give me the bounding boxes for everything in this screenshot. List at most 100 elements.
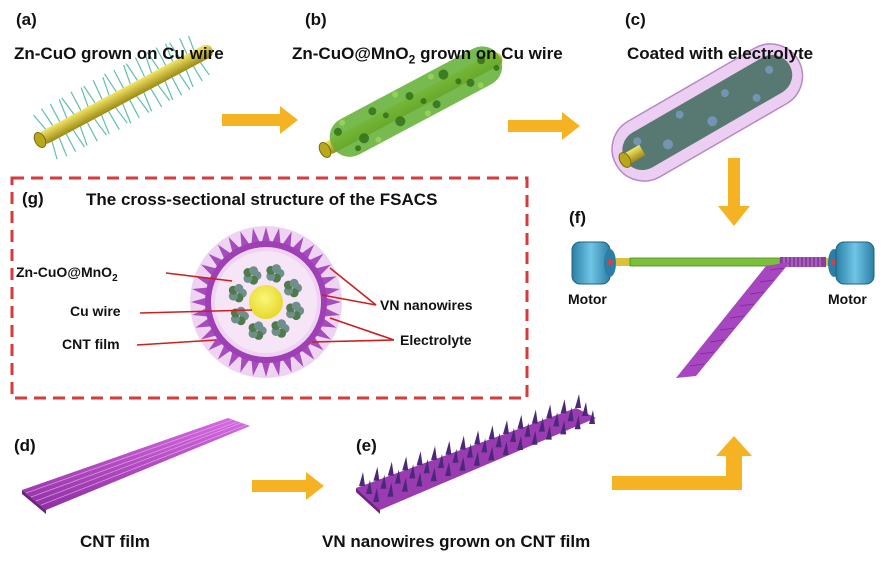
vn-nanowire [459, 456, 466, 471]
panel-c-tag: (c) [625, 10, 646, 29]
vn-nanowire [575, 394, 581, 408]
vn-nanowire [466, 443, 473, 458]
vn-nanowire-spike [282, 231, 292, 248]
vn-nanowire [560, 420, 567, 435]
mno2-cluster [248, 321, 267, 340]
vn-nanowire-spike [282, 356, 292, 373]
label-vn-nanowires: VN nanowires [380, 297, 473, 313]
vn-nanowire [401, 477, 408, 492]
vn-nanowire [473, 451, 480, 466]
arrow-b-to-c [508, 112, 580, 140]
vn-nanowire [445, 440, 452, 455]
panel-b-caption: Zn-CuO@MnO2 grown on Cu wire [292, 44, 563, 67]
vn-nanowire [517, 436, 523, 450]
vn-nanowire [517, 414, 524, 429]
panel-b-tag: (b) [305, 10, 327, 29]
vn-nanowire-spike [191, 297, 207, 307]
vn-nanowire [387, 482, 394, 497]
cross-section-illustration [190, 226, 342, 378]
vn-nanowire [495, 433, 502, 448]
cnt-film-illustration [22, 418, 250, 514]
vn-nanowire [481, 438, 488, 453]
vn-nanowire-spike [251, 228, 260, 244]
label-motor-right: Motor [828, 291, 867, 307]
arrow-c-to-f [718, 158, 750, 226]
panel-a-caption: Zn-CuO grown on Cu wire [14, 44, 224, 63]
vn-nanowire [531, 409, 538, 424]
zn-cuo-mno2-wire-illustration [318, 46, 503, 158]
cross-section-frame [10, 176, 529, 400]
vn-nanowire [459, 435, 466, 450]
mno2-cluster [286, 301, 305, 321]
vn-nanowire-spike [192, 287, 208, 296]
panel-g-title: The cross-sectional structure of the FSA… [86, 190, 438, 209]
vn-nanowire [359, 472, 365, 486]
panel-c-caption: Coated with electrolyte [627, 44, 814, 63]
mno2-cluster [271, 319, 290, 338]
arrow-a-to-b [222, 106, 298, 134]
vn-nanowire [438, 454, 444, 468]
vn-nanowire-spike [240, 231, 250, 248]
vn-nanowire [402, 456, 409, 471]
vn-nanowire [416, 451, 423, 466]
vn-nanowire-spike [320, 318, 337, 328]
label-cnt-film: CNT film [62, 336, 120, 352]
vn-nanowire-spike [240, 356, 250, 373]
vn-nanowire [589, 410, 595, 424]
vn-nanowire-spike [324, 308, 340, 317]
vn-nanowire [488, 425, 495, 440]
vn-nanowire [366, 480, 372, 494]
mno2-cluster [228, 283, 247, 303]
motor-setup-illustration [571, 241, 875, 378]
vn-nanowire-film-illustration [356, 394, 596, 514]
vn-nanowire [474, 430, 481, 445]
vn-nanowire [394, 469, 401, 484]
vn-nanowire-spike [251, 360, 260, 376]
mno2-cluster [243, 266, 262, 285]
vn-nanowire [387, 461, 394, 476]
vn-nanowire [510, 428, 516, 442]
vn-nanowire [545, 425, 552, 440]
vn-nanowire-spike [325, 297, 341, 307]
vn-nanowire [582, 402, 588, 416]
vn-nanowire-spike [320, 276, 337, 286]
label-cu-wire: Cu wire [70, 303, 121, 319]
label-electrolyte: Electrolyte [400, 332, 472, 348]
arrow-e-to-f [612, 436, 752, 490]
vn-nanowire [380, 474, 387, 489]
vn-nanowire [546, 404, 553, 419]
panel-d-caption: CNT film [80, 532, 150, 551]
vn-nanowire [574, 415, 581, 430]
label-zn-cuo-mno2: Zn-CuO@MnO2 [16, 264, 118, 284]
label-motor-left: Motor [568, 291, 607, 307]
vn-nanowire-spike [272, 228, 281, 244]
vn-nanowire [423, 459, 430, 474]
panel-g-tag: (g) [22, 189, 44, 208]
vn-nanowire [524, 422, 531, 437]
panel-e-tag: (e) [356, 436, 377, 455]
vn-nanowire [538, 417, 545, 432]
zn-cuo-wire-illustration [33, 35, 213, 160]
panel-e-caption: VN nanowires grown on CNT film [322, 532, 591, 551]
cross-section-leaders [136, 267, 395, 346]
vn-nanowire [452, 448, 459, 463]
vn-nanowire [431, 446, 437, 460]
vn-nanowire-spike [261, 227, 271, 243]
arrow-d-to-e [252, 472, 324, 500]
vn-nanowire [553, 412, 560, 427]
vn-nanowire [409, 464, 416, 479]
vn-nanowire [488, 446, 495, 461]
vn-nanowire [531, 430, 538, 445]
vn-nanowire-spike [324, 287, 340, 296]
vn-nanowire-spike [195, 318, 212, 328]
vn-nanowire [373, 488, 379, 502]
vn-nanowire [567, 407, 574, 422]
mno2-cluster [230, 306, 249, 326]
vn-nanowire [416, 472, 423, 487]
vn-nanowire [430, 467, 437, 482]
vn-nanowire [502, 441, 509, 456]
electrolyte-coated-wire-illustration [611, 43, 804, 182]
panel-d-tag: (d) [14, 436, 36, 455]
vn-nanowire [560, 399, 567, 414]
